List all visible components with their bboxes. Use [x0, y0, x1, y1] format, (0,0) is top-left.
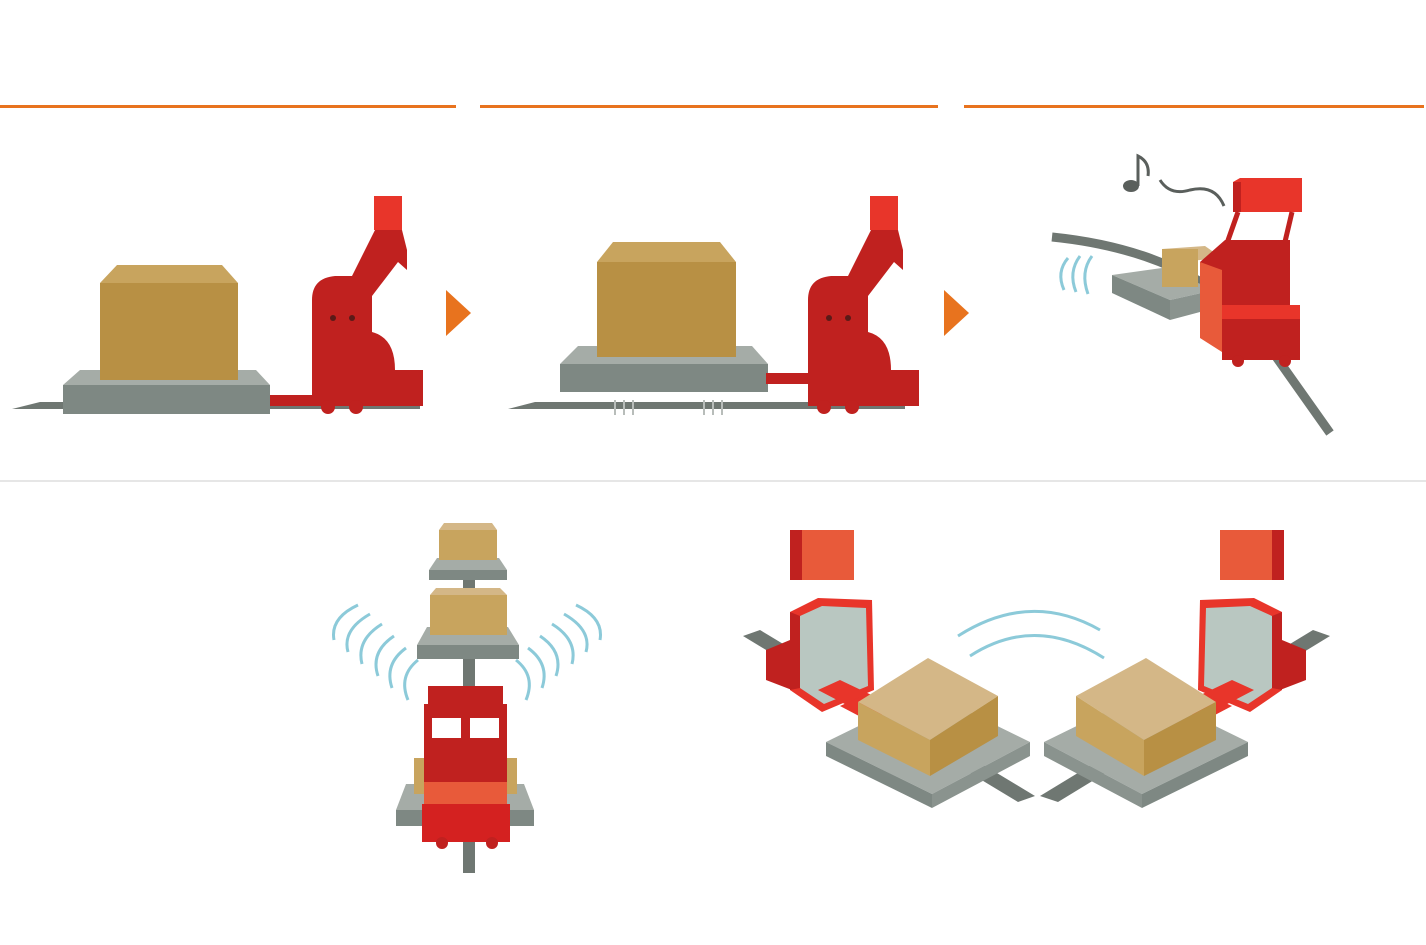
forklift-approach-icon	[12, 196, 423, 414]
wireless-signal-icon	[1059, 255, 1094, 295]
music-note-icon	[1123, 153, 1226, 207]
header-rule-3	[964, 105, 1424, 108]
forklift-pass-icon	[743, 530, 1330, 808]
header-rule-1	[0, 105, 456, 108]
robot-body	[808, 196, 919, 414]
wireless-signal-icon	[515, 603, 602, 701]
forklift-transport-icon	[1051, 153, 1334, 436]
robot-body	[312, 196, 423, 414]
forklift-lift-icon	[508, 196, 919, 415]
next-step-arrow-icon	[446, 290, 471, 336]
forklift-queue-icon	[332, 523, 602, 873]
next-step-arrow-icon	[944, 290, 969, 336]
wireless-signal-icon	[957, 609, 1105, 660]
header-rule-2	[480, 105, 938, 108]
header-rules	[0, 105, 1424, 108]
wireless-signal-icon	[332, 603, 419, 701]
section-divider	[0, 480, 1426, 482]
